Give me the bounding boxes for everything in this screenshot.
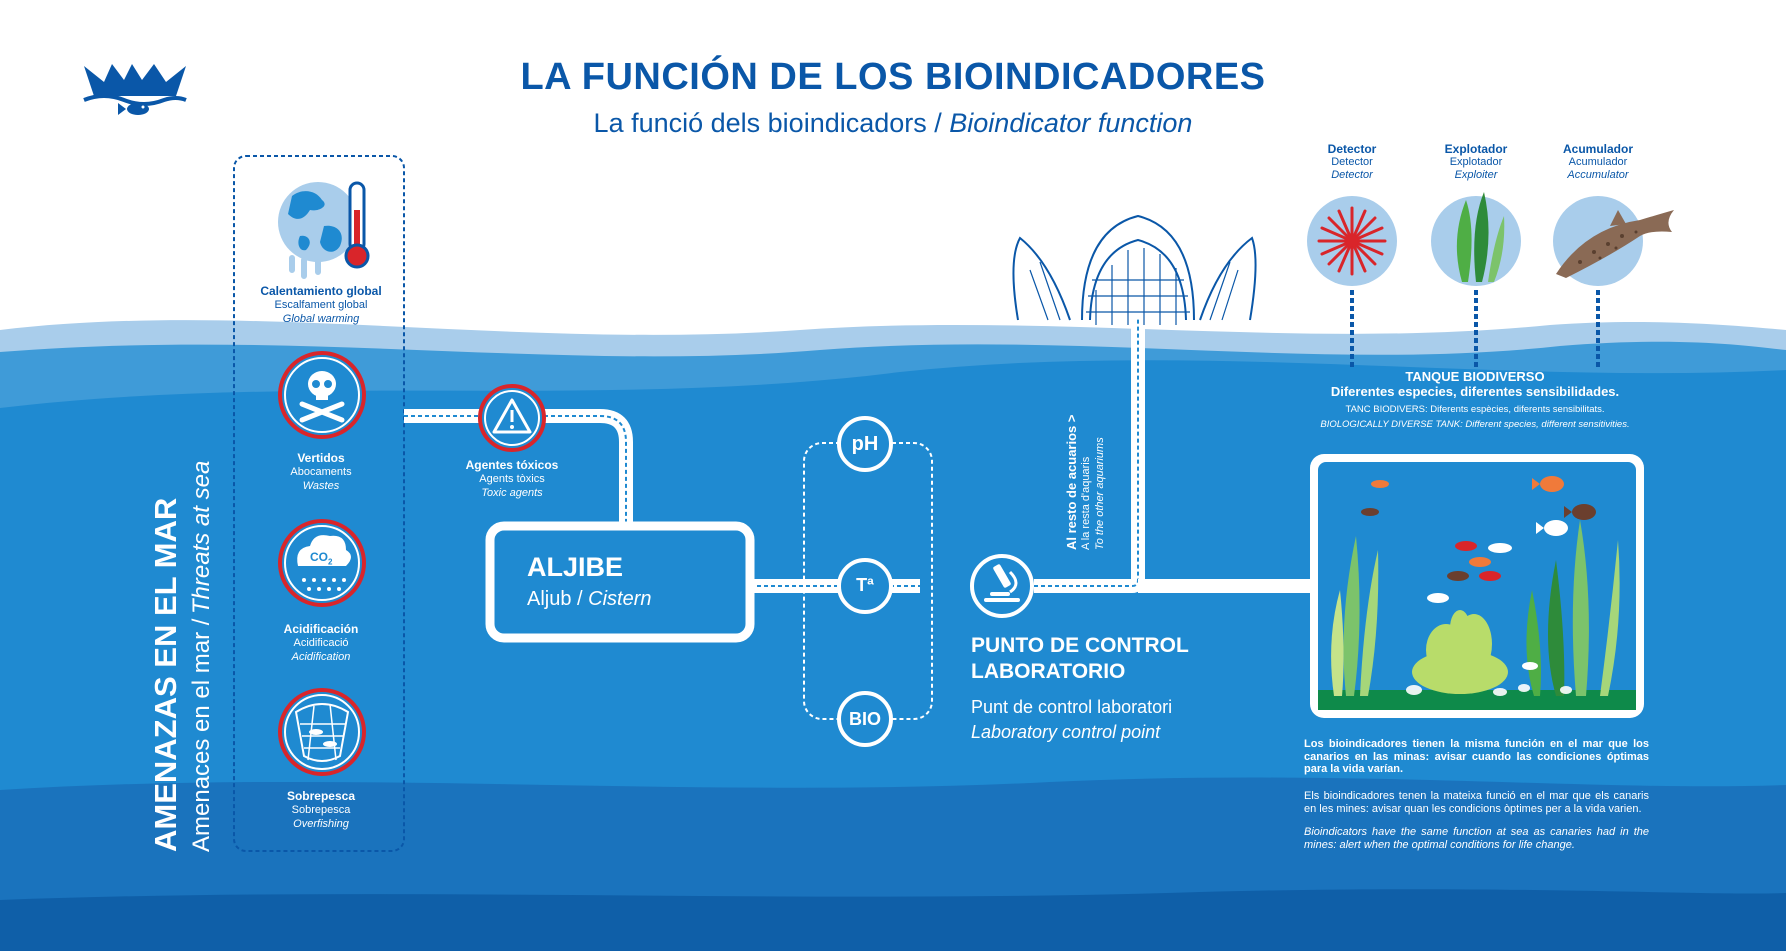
- accumulator-shark-icon: [1553, 196, 1674, 286]
- threats-title-es: AMENAZAS EN EL MAR: [148, 497, 183, 852]
- cistern-label-ca: Aljub /: [527, 588, 583, 610]
- co2-label: CO2: [310, 550, 332, 566]
- aquarium-route-en: To the other aquariums: [1094, 437, 1106, 550]
- threat-label-en: Overfishing: [293, 818, 349, 830]
- cistern-title: ALJIBE: [527, 552, 624, 582]
- toxic-warning-icon: [478, 384, 546, 452]
- threat-label-ca: Escalfament global: [274, 299, 368, 311]
- tank-subtitle: Diferentes especies, diferentes sensibil…: [1330, 384, 1620, 399]
- toxic-label-es: Agentes tóxicos: [465, 458, 559, 472]
- threats-title-sub: Amenaces en el mar / Threats at sea: [188, 461, 216, 852]
- description-ca: Els bioindicadores tenen la mateixa func…: [1304, 790, 1649, 815]
- threat-label-es: Vertidos: [297, 451, 345, 465]
- toxic-label-ca: Agents tòxics: [479, 473, 545, 485]
- threats-title-es-wrap: AMENAZAS EN EL MAR: [148, 498, 184, 852]
- tank-title: TANQUE BIODIVERSO: [1405, 369, 1545, 384]
- species-label-en: Exploiter: [1454, 169, 1498, 181]
- tank-label-ca: TANC BIODIVERS: Diferents espècies, dife…: [1345, 404, 1605, 415]
- page-title: LA FUNCIÓN DE LOS BIOINDICADORES: [520, 56, 1266, 98]
- co2-subscript: 2: [328, 557, 333, 567]
- lab-title-line1: PUNTO DE CONTROL: [971, 634, 1189, 657]
- tank-fish: [1361, 476, 1596, 670]
- sea-layer-deepest: [0, 889, 1786, 951]
- threats-title-en: Threats at sea: [188, 460, 215, 615]
- toxic-label-en: Toxic agents: [481, 487, 543, 499]
- species-label-ca: Detector: [1331, 156, 1373, 168]
- species-label-es: Explotador: [1444, 142, 1508, 156]
- lab-title: PUNTO DE CONTROL LABORATORIO: [971, 633, 1189, 685]
- sensor-bio-label: BIO: [848, 709, 881, 729]
- toxic-agents-label: Agentes tóxicos Agents tòxics Toxic agen…: [442, 458, 582, 500]
- species-label-en: Accumulator: [1567, 169, 1629, 181]
- species-detector-label: Detector Detector Detector: [1292, 143, 1412, 182]
- page-subtitle: La funció dels bioindicadors / Bioindica…: [0, 108, 1786, 139]
- exploiter-seaweed-icon: [1431, 192, 1521, 286]
- aquarium-tank-icon: [1310, 454, 1644, 718]
- cistern-box: [485, 521, 755, 643]
- lab-label-ca: Punt de control laboratori: [971, 697, 1173, 717]
- threat-global-warming: Calentamiento global Escalfament global …: [234, 284, 408, 326]
- threat-wastes: Vertidos Abocaments Wastes: [234, 451, 408, 493]
- species-accumulator-label: Acumulador Acumulador Accumulator: [1538, 143, 1658, 182]
- cistern-subtitle: Aljub / Cistern: [527, 588, 652, 611]
- lab-title-line2: LABORATORIO: [971, 660, 1126, 683]
- threat-overfishing: Sobrepesca Sobrepesca Overfishing: [234, 789, 408, 831]
- description-es: Los bioindicadores tienen la misma funci…: [1304, 738, 1649, 775]
- sensor-ph-label: pH: [851, 433, 879, 455]
- threat-label-es: Sobrepesca: [286, 789, 356, 803]
- threats-panel-frame: [233, 155, 405, 852]
- species-label-ca: Explotador: [1449, 156, 1503, 168]
- species-label-es: Acumulador: [1562, 142, 1633, 156]
- aquarium-route-ca: A la resta d'aquaris: [1080, 456, 1092, 550]
- sensor-ph-circle: [837, 416, 893, 472]
- overfishing-icon: [278, 688, 366, 776]
- description-en: Bioindicators have the same function at …: [1304, 826, 1649, 851]
- wastes-icon: [278, 351, 366, 439]
- sensor-temp-circle: [837, 558, 893, 614]
- threat-label-es: Acidificación: [283, 622, 359, 636]
- aquarium-route-es: Al resto de acuarios >: [1064, 414, 1079, 550]
- threat-acidification: Acidificación Acidificació Acidification: [234, 622, 408, 664]
- acidification-icon: [278, 519, 366, 607]
- sensor-temp-label: Tª: [856, 575, 874, 595]
- global-warming-icon: [278, 181, 370, 279]
- co2-text: CO: [310, 550, 328, 564]
- microscope-icon: [970, 554, 1034, 618]
- subtitle-english: Bioindicator function: [949, 108, 1193, 138]
- threat-label-ca: Abocaments: [290, 466, 352, 478]
- tank-heading: TANQUE BIODIVERSO Diferentes especies, d…: [1300, 369, 1650, 432]
- oceanographic-building-icon: [1012, 214, 1257, 325]
- threat-label-en: Global warming: [282, 313, 360, 325]
- species-label-es: Detector: [1327, 142, 1377, 156]
- threat-label-en: Wastes: [302, 480, 340, 492]
- threat-label-es: Calentamiento global: [260, 284, 382, 298]
- threat-label-ca: Acidificació: [293, 637, 349, 649]
- sensor-bio-circle: [837, 691, 893, 747]
- lab-label-en: Laboratory control point: [971, 722, 1161, 742]
- cistern-label-en: Cistern: [588, 588, 652, 610]
- threats-title-ca: Amenaces en el mar /: [188, 618, 215, 852]
- threat-label-ca: Sobrepesca: [291, 804, 351, 816]
- species-label-ca: Acumulador: [1568, 156, 1628, 168]
- tank-label-en: BIOLOGICALLY DIVERSE TANK: Different spe…: [1320, 419, 1630, 430]
- lab-subtitle: Punt de control laboratori Laboratory co…: [971, 695, 1172, 745]
- aquarium-route-label: Al resto de acuarios > A la resta d'aqua…: [1064, 415, 1107, 550]
- species-dashed-links: [1350, 290, 1600, 370]
- species-exploiter-label: Explotador Explotador Exploiter: [1416, 143, 1536, 182]
- detector-urchin-icon: [1307, 196, 1397, 286]
- threat-label-en: Acidification: [291, 651, 351, 663]
- crown-logo-icon: [83, 64, 187, 115]
- species-label-en: Detector: [1331, 169, 1373, 181]
- subtitle-catalan: La funció dels bioindicadors /: [593, 108, 942, 138]
